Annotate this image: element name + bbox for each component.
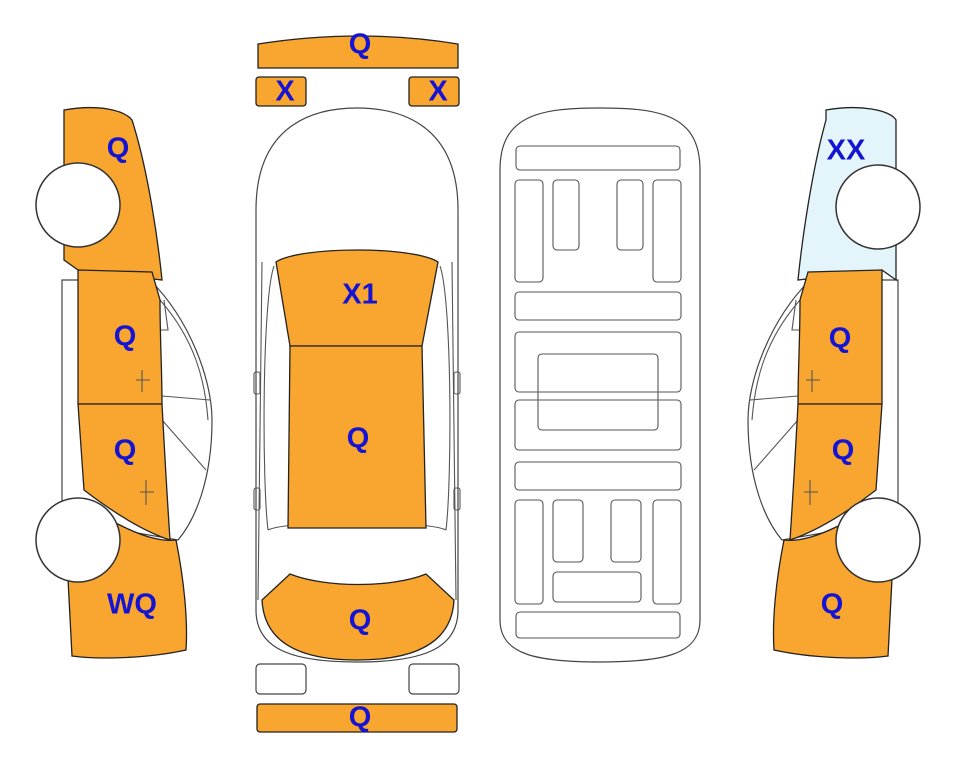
front-bumper-label: Q (349, 29, 372, 61)
trunk-lid[interactable]: Q (261, 573, 455, 661)
rear-bumper-label: Q (349, 702, 372, 734)
right-front-door[interactable]: Q (797, 269, 883, 405)
left-front-door[interactable]: Q (77, 269, 163, 405)
left-front-wheel (35, 162, 121, 248)
left-front-fender-label: Q (107, 133, 130, 165)
right-tail-light[interactable] (408, 663, 460, 695)
right-front-door-label: Q (829, 323, 852, 355)
right-rear-door[interactable]: Q (789, 403, 883, 541)
left-rear-wheel (35, 497, 121, 583)
car-underside-view (499, 107, 701, 663)
trunk-lid-label: Q (349, 605, 372, 637)
left-mirror[interactable]: X (255, 76, 307, 108)
right-rear-wheel (835, 497, 921, 583)
right-mirror-label: X (428, 76, 448, 108)
left-front-door-label: Q (114, 321, 137, 353)
left-rear-quarter-label: WQ (107, 589, 157, 621)
right-front-fender-label: XX (827, 135, 866, 167)
rear-bumper[interactable]: Q (256, 702, 458, 734)
hood[interactable]: X1 (275, 249, 439, 347)
right-rear-door-label: Q (832, 435, 855, 467)
front-bumper[interactable]: Q (257, 29, 459, 69)
right-rear-quarter-label: Q (821, 589, 844, 621)
left-rear-door-label: Q (114, 435, 137, 467)
left-mirror-label: X (275, 76, 295, 108)
right-mirror[interactable]: X (408, 76, 460, 108)
right-door-handles (804, 370, 820, 505)
roof[interactable]: Q (287, 345, 427, 529)
right-front-wheel (835, 164, 921, 250)
left-door-handles (136, 370, 154, 505)
left-tail-light[interactable] (255, 663, 307, 695)
hood-label: X1 (342, 279, 377, 311)
roof-label: Q (347, 423, 370, 455)
